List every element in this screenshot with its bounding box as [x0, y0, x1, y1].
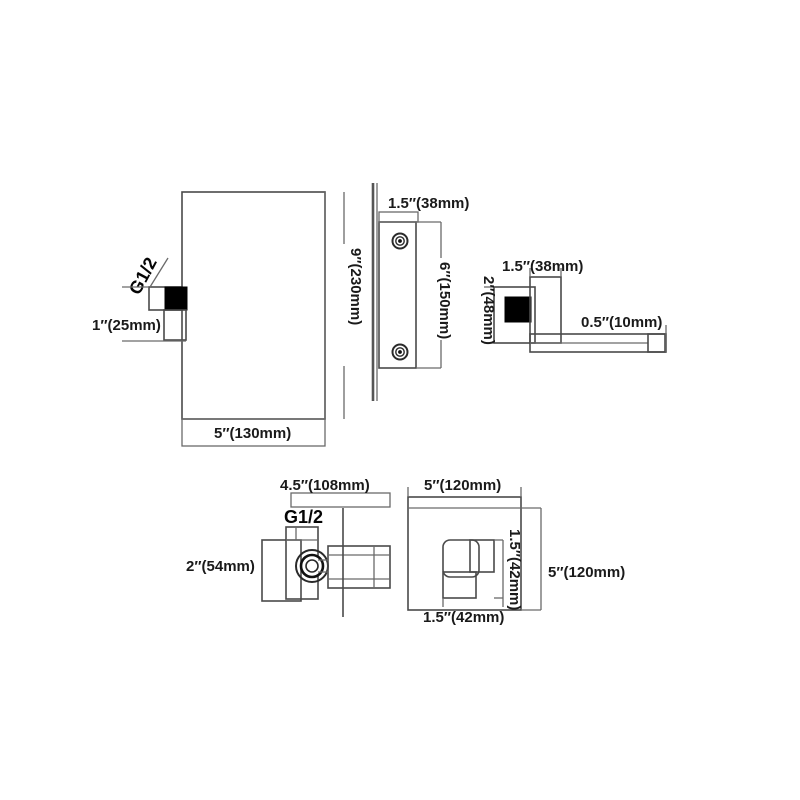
arm-flange-outline [493, 286, 536, 344]
dim-label-handle-height-42mm: 1.5″(42mm) [506, 529, 523, 610]
dim-label-handle-width-42mm: 1.5″(42mm) [423, 609, 504, 626]
thread-leader-line [149, 257, 169, 288]
view-wall-bracket-side: 1.5″(38mm) 6″(150mm) [371, 183, 469, 401]
view-shower-arm-side: 1.5″(38mm) 2″(48mm) 0.5″(10mm) [480, 258, 667, 353]
inlet-black-fitting [164, 286, 188, 311]
valve-handle-lever-right [469, 539, 495, 573]
dim-label-arm-thickness-10mm: 0.5″(10mm) [581, 314, 662, 331]
dim-label-bracket-depth-38mm: 1.5″(38mm) [388, 195, 469, 212]
valve-handle-body [442, 539, 480, 578]
dim-label-head-width-130mm: 5″(130mm) [214, 425, 291, 442]
bracket-screw-hole-upper [391, 232, 409, 250]
dim-label-arm-base-height-48mm: 2″(48mm) [480, 276, 497, 345]
dim-label-holder-height-54mm: 2″(54mm) [186, 558, 255, 575]
dim-label-arm-base-width-38mm: 1.5″(38mm) [502, 258, 583, 275]
dim-label-holder-length-108mm: 4.5″(108mm) [280, 477, 370, 494]
dim-label-inlet-25mm: 1″(25mm) [92, 317, 161, 334]
dim-label-trim-height-120mm: 5″(120mm) [548, 564, 625, 581]
holder-wall-flange [261, 539, 302, 602]
valve-handle-lever-lower [442, 571, 477, 599]
inlet-lower-block [163, 309, 187, 341]
thread-label-g12-head: G1/2 [125, 254, 161, 298]
holder-ball-joint [295, 549, 329, 583]
trim-plate-outline [407, 496, 522, 611]
view-valve-trim-plate: 5″(120mm) 5″(120mm) 1.5″(42mm) 1.5″(42mm… [407, 477, 625, 626]
bracket-screw-hole-lower [391, 343, 409, 361]
view-handheld-holder-side: 4.5″(108mm) G1/2 2″(54mm) [186, 477, 391, 617]
arm-end-cap [647, 333, 667, 353]
dim-label-trim-width-120mm: 5″(120mm) [424, 477, 501, 494]
holder-barrel-outline [327, 545, 391, 589]
thread-label-g12-holder: G1/2 [284, 507, 323, 527]
dim-label-head-height-230mm: 9″(230mm) [347, 248, 364, 325]
width-dim-box [181, 418, 326, 447]
arm-black-fitting [504, 296, 532, 323]
dim-label-bracket-height-150mm: 6″(150mm) [436, 262, 453, 339]
holder-length-dim-box [290, 492, 391, 508]
view-shower-head-side: G1/2 1″(25mm) 9″(230mm) 5″(130mm) [92, 191, 364, 447]
bracket-depth-dim-box [378, 211, 419, 223]
shower-head-body-outline [181, 191, 326, 420]
